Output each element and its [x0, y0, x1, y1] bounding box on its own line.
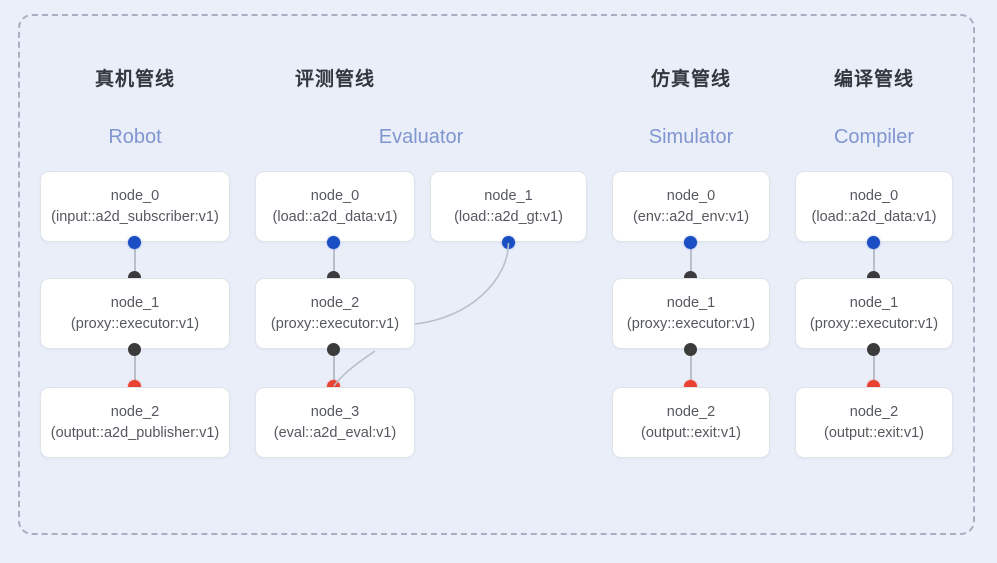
node-robot-1[interactable]: node_1 (proxy::executor:v1)	[40, 278, 230, 349]
node-spec: (load::a2d_data:v1)	[811, 208, 937, 225]
node-spec: (load::a2d_data:v1)	[272, 208, 398, 225]
node-spec: (proxy::executor:v1)	[626, 315, 756, 332]
port-black-robot-1-out[interactable]	[128, 343, 141, 356]
column-subtitle-compiler: Compiler	[833, 126, 915, 148]
node-name: node_1	[666, 294, 716, 311]
column-title-simulator: 仿真管线	[650, 69, 731, 90]
node-spec: (proxy::executor:v1)	[809, 315, 939, 332]
node-name: node_2	[310, 294, 360, 311]
node-evaluator-0[interactable]: node_0 (load::a2d_data:v1)	[255, 171, 415, 242]
edge-robot-1-2	[134, 349, 136, 387]
node-spec: (load::a2d_gt:v1)	[454, 208, 563, 225]
node-simulator-2[interactable]: node_2 (output::exit:v1)	[612, 387, 770, 458]
node-spec: (output::a2d_publisher:v1)	[50, 424, 220, 441]
node-name: node_2	[849, 403, 899, 420]
edge-simulator-0-1	[690, 242, 692, 278]
node-simulator-1[interactable]: node_1 (proxy::executor:v1)	[612, 278, 770, 349]
node-evaluator-2[interactable]: node_2 (proxy::executor:v1)	[255, 278, 415, 349]
edge-simulator-1-2	[690, 349, 692, 387]
port-black-compiler-1-out[interactable]	[867, 343, 880, 356]
port-blue-compiler-0[interactable]	[867, 236, 880, 249]
node-name: node_2	[110, 403, 160, 420]
node-spec: (proxy::executor:v1)	[70, 315, 200, 332]
node-compiler-0[interactable]: node_0 (load::a2d_data:v1)	[795, 171, 953, 242]
node-spec: (output::exit:v1)	[641, 424, 741, 441]
node-evaluator-3[interactable]: node_3 (eval::a2d_eval:v1)	[255, 387, 415, 458]
edge-evaluator-0-2	[333, 242, 335, 278]
node-name: node_0	[849, 187, 899, 204]
column-subtitle-robot: Robot	[108, 126, 162, 148]
column-title-evaluator: 评测管线	[294, 69, 375, 90]
column-title-compiler: 编译管线	[833, 69, 914, 90]
node-simulator-0[interactable]: node_0 (env::a2d_env:v1)	[612, 171, 770, 242]
node-robot-2[interactable]: node_2 (output::a2d_publisher:v1)	[40, 387, 230, 458]
node-name: node_1	[110, 294, 160, 311]
edge-compiler-0-1	[873, 242, 875, 278]
node-name: node_2	[666, 403, 716, 420]
port-blue-simulator-0[interactable]	[684, 236, 697, 249]
column-subtitle-simulator: Simulator	[648, 126, 734, 148]
node-spec: (input::a2d_subscriber:v1)	[51, 208, 219, 225]
port-black-evaluator-2-out[interactable]	[327, 343, 340, 356]
node-name: node_1	[849, 294, 899, 311]
port-blue-robot-0[interactable]	[128, 236, 141, 249]
node-robot-0[interactable]: node_0 (input::a2d_subscriber:v1)	[40, 171, 230, 242]
column-title-robot: 真机管线	[94, 69, 175, 90]
node-name: node_0	[110, 187, 160, 204]
edge-compiler-1-2	[873, 349, 875, 387]
column-subtitle-evaluator: Evaluator	[378, 126, 464, 148]
port-black-simulator-1-out[interactable]	[684, 343, 697, 356]
node-compiler-2[interactable]: node_2 (output::exit:v1)	[795, 387, 953, 458]
node-name: node_0	[666, 187, 716, 204]
node-spec: (env::a2d_env:v1)	[632, 208, 750, 225]
node-name: node_3	[310, 403, 360, 420]
node-compiler-1[interactable]: node_1 (proxy::executor:v1)	[795, 278, 953, 349]
node-spec: (eval::a2d_eval:v1)	[273, 424, 397, 441]
port-blue-evaluator-0[interactable]	[327, 236, 340, 249]
node-evaluator-1[interactable]: node_1 (load::a2d_gt:v1)	[430, 171, 587, 242]
node-spec: (proxy::executor:v1)	[270, 315, 400, 332]
node-spec: (output::exit:v1)	[824, 424, 924, 441]
node-name: node_1	[484, 187, 533, 204]
edge-robot-0-1	[134, 242, 136, 278]
node-name: node_0	[310, 187, 360, 204]
port-blue-evaluator-1[interactable]	[502, 236, 515, 249]
